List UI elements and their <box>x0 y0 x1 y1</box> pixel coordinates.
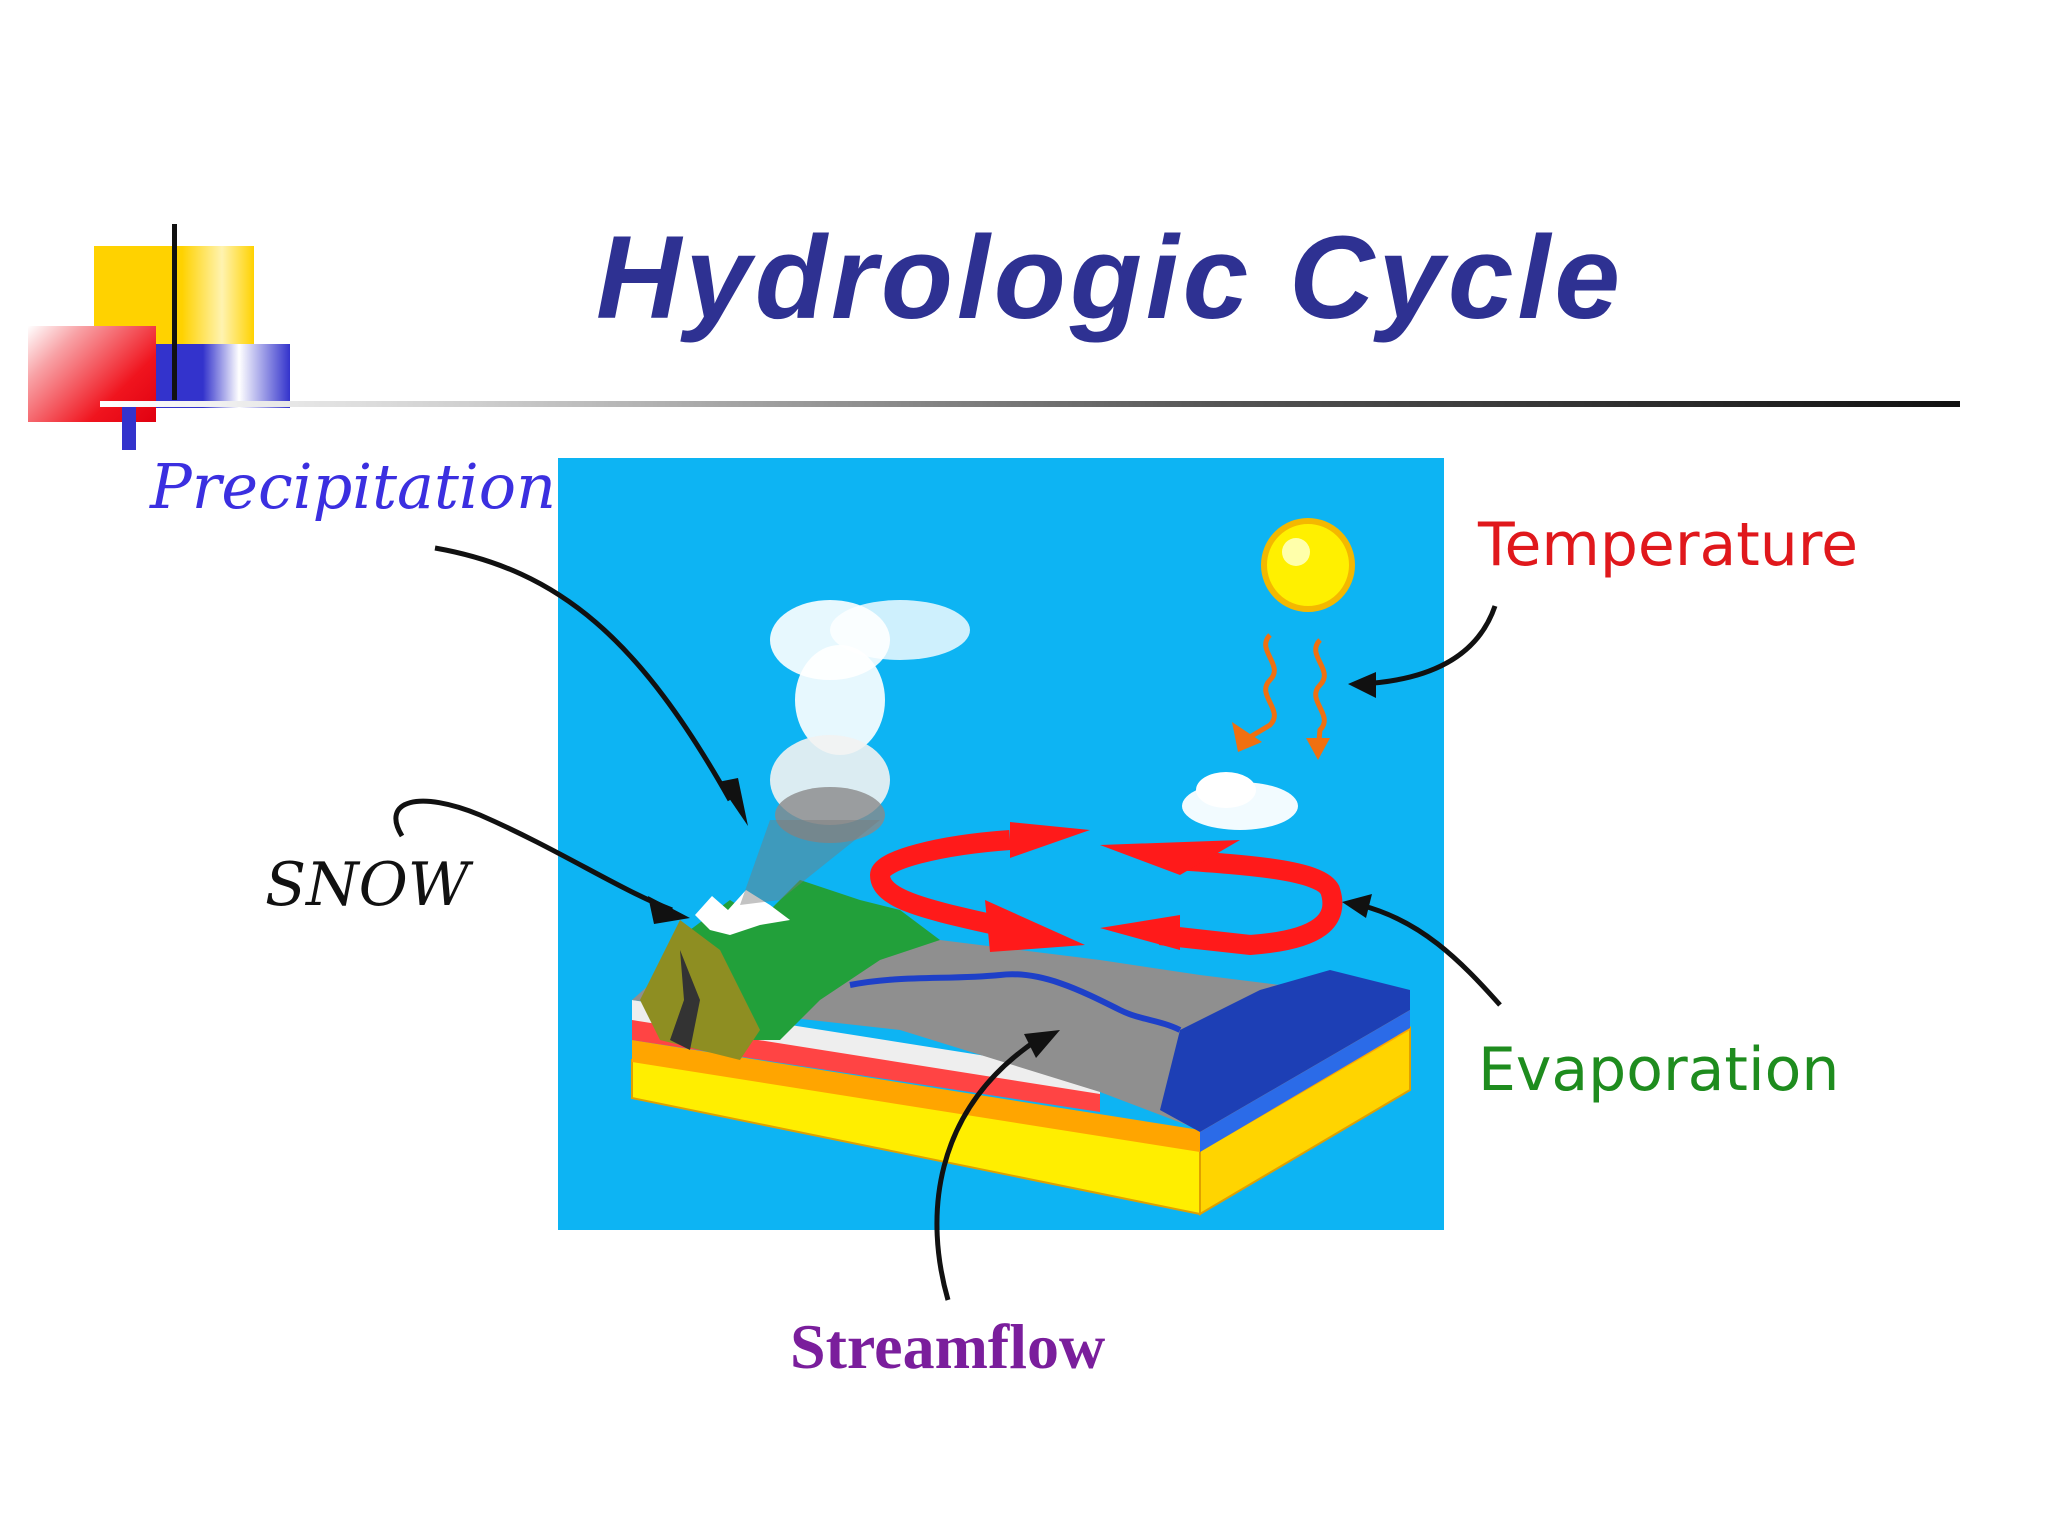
sun-icon <box>1261 518 1355 612</box>
precipitation-label: Precipitation <box>150 450 556 523</box>
cloud-icon <box>740 600 970 905</box>
deco-blue-tab <box>122 406 136 450</box>
ocean <box>1160 970 1410 1132</box>
temperature-label: Temperature <box>1478 510 1859 580</box>
temperature-arrowhead <box>1348 672 1376 698</box>
strata-orange <box>632 1008 1410 1152</box>
ocean-edge <box>1200 1010 1410 1152</box>
evaporation-pointer-arrowhead <box>1342 894 1372 918</box>
river <box>849 971 1182 1033</box>
page-title: Hydrologic Cycle <box>596 212 1624 344</box>
temperature-arrow <box>1359 605 1498 687</box>
deco-blue-square <box>156 344 290 408</box>
mountain-fissure <box>670 950 700 1050</box>
evaporation-label: Evaporation <box>1478 1035 1840 1105</box>
snow-arrowhead <box>648 896 690 924</box>
pointer-arrows <box>393 545 1502 1301</box>
streamflow-label: Streamflow <box>790 1311 1106 1382</box>
olive-mountain <box>640 920 760 1060</box>
snow-arrow <box>393 798 673 913</box>
snow-label: SNOW <box>265 850 470 920</box>
precipitation-arrow <box>434 545 733 802</box>
snow-cap <box>695 890 790 935</box>
evaporation-arrow-icon <box>869 822 1343 956</box>
small-cloud-icon <box>1182 772 1298 830</box>
precipitation-arrowhead <box>718 778 748 826</box>
title-rule <box>100 401 1960 407</box>
evaporation-pointer-arrow <box>1359 902 1502 1007</box>
heat-ray-icon <box>1232 633 1330 760</box>
streamflow-arrow <box>934 1035 1042 1301</box>
streamflow-arrowhead <box>1024 1030 1060 1058</box>
deco-vertical-line <box>172 224 177 400</box>
